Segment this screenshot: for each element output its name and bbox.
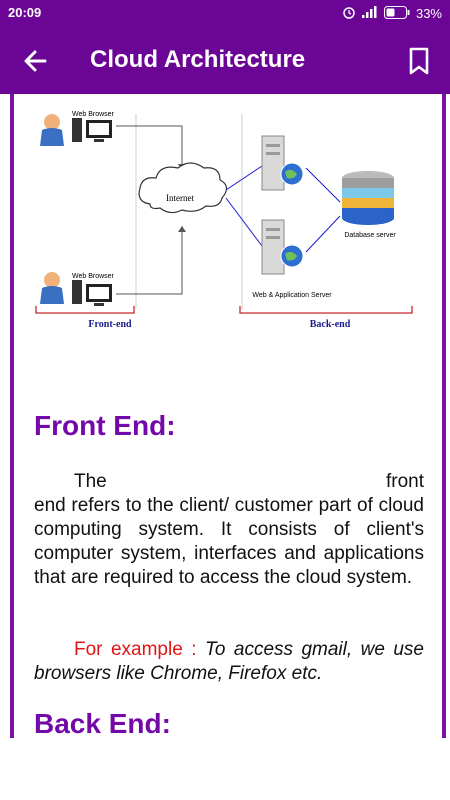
diagram-frontend-label: Front-end bbox=[88, 319, 132, 330]
server-icon bbox=[261, 219, 304, 275]
bookmark-icon bbox=[409, 47, 429, 75]
cloud-icon bbox=[138, 162, 228, 214]
diagram-db-label: Database server bbox=[344, 232, 396, 239]
server-icon bbox=[261, 135, 304, 191]
example-paragraph: For example : To access gmail, we use br… bbox=[34, 638, 424, 686]
status-time: 20:09 bbox=[8, 5, 42, 20]
app-bar: Cloud Architecture bbox=[0, 26, 450, 94]
database-icon bbox=[342, 171, 394, 225]
front-line1-left: The bbox=[74, 471, 107, 492]
computer-icon bbox=[72, 280, 112, 306]
diagram-backend-label: Back-end bbox=[310, 319, 351, 330]
back-end-heading: Back End: bbox=[34, 708, 171, 738]
diagram-browser2-label: Web Browser bbox=[72, 273, 115, 280]
user-icon bbox=[40, 114, 64, 146]
status-icons: 33% bbox=[342, 5, 442, 22]
battery-percent: 33% bbox=[415, 6, 442, 21]
arrow-back-icon bbox=[24, 50, 47, 72]
status-bar: 20:09 33% bbox=[0, 0, 450, 26]
computer-icon bbox=[72, 118, 112, 142]
user-icon bbox=[40, 272, 64, 304]
alarm-icon bbox=[342, 5, 356, 22]
cloud-architecture-diagram: Web Browser Web Browser Internet bbox=[35, 111, 413, 330]
front-end-heading: Front End: bbox=[34, 410, 176, 441]
content-card[interactable]: Web Browser Web Browser Internet bbox=[10, 94, 446, 738]
back-button[interactable] bbox=[20, 46, 50, 76]
battery-icon bbox=[383, 5, 410, 22]
example-text: To access gmail, we use browsers like Ch… bbox=[34, 639, 424, 684]
diagram-server-label: Web & Application Server bbox=[252, 292, 332, 299]
example-label: For example : bbox=[74, 639, 205, 660]
front-end-paragraph: The front end refers to the client/ cust… bbox=[34, 470, 424, 590]
page-title: Cloud Architecture bbox=[90, 46, 306, 73]
signal-icon bbox=[361, 6, 378, 21]
diagram-browser1-label: Web Browser bbox=[72, 111, 115, 118]
diagram-internet-label: Internet bbox=[166, 193, 194, 203]
front-body: end refers to the client/ customer part … bbox=[34, 495, 424, 588]
front-line1-right: front bbox=[385, 471, 424, 492]
bookmark-button[interactable] bbox=[406, 46, 432, 76]
